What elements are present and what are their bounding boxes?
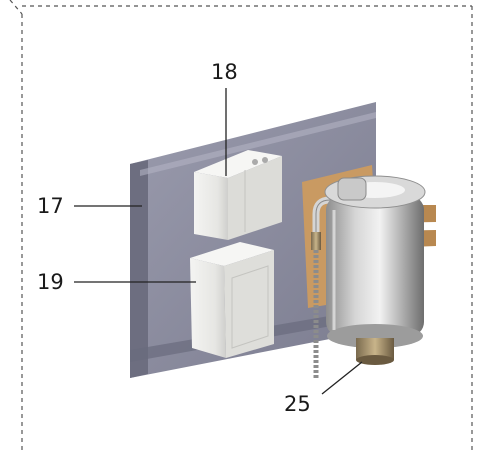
box-18	[194, 150, 282, 240]
leader-lines	[74, 88, 363, 395]
tank	[324, 175, 426, 365]
dashed-border	[9, 0, 473, 452]
callout-25: 25	[284, 392, 311, 416]
callout-19: 19	[37, 270, 64, 294]
callout-17: 17	[37, 194, 64, 218]
pipe	[311, 196, 344, 378]
callout-18: 18	[211, 60, 238, 84]
box-19	[190, 242, 274, 358]
